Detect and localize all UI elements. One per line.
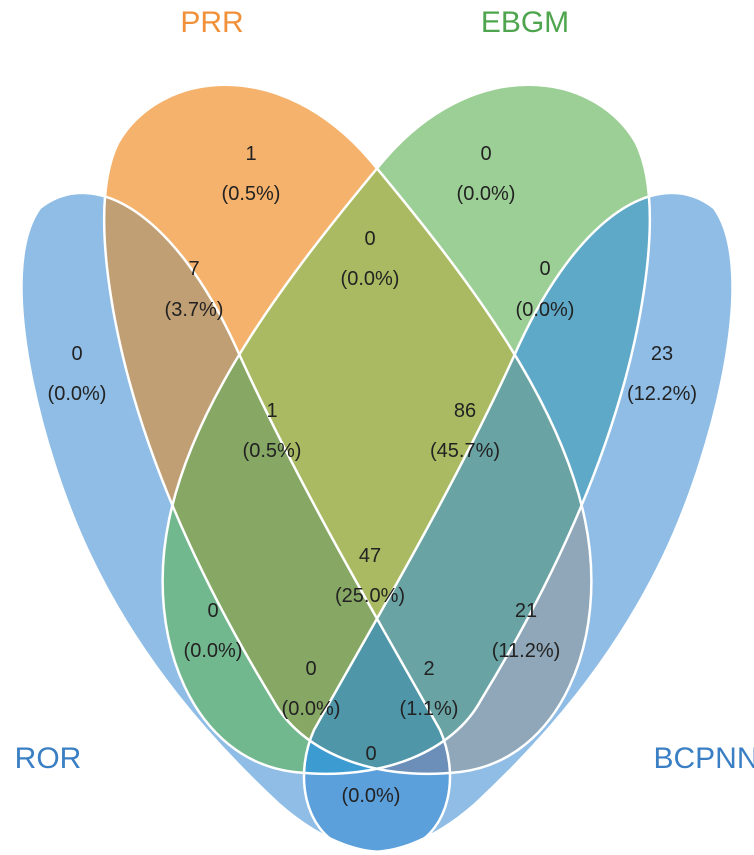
region-percent-prr-bcpnn: (11.2%) bbox=[492, 640, 561, 662]
region-percent-ror-only: (0.0%) bbox=[48, 383, 107, 405]
region-percent-prr-only: (0.5%) bbox=[222, 183, 281, 205]
set-label-bcpnn: BCPNN bbox=[653, 742, 754, 775]
region-percent-ebgm-only: (0.0%) bbox=[457, 183, 516, 205]
region-percent-all-four: (25.0%) bbox=[335, 585, 405, 607]
region-count-prr-ebgm: 0 bbox=[364, 228, 375, 250]
region-percent-prr-ebgm-bcpnn: (45.7%) bbox=[430, 440, 500, 462]
region-count-prr-ebgm-bcpnn: 86 bbox=[454, 400, 476, 422]
set-label-ror: ROR bbox=[15, 742, 82, 775]
region-count-bcpnn-only: 23 bbox=[651, 343, 673, 365]
region-count-ror-ebgm-bcpnn: 0 bbox=[305, 658, 316, 680]
region-percent-prr-ebgm: (0.0%) bbox=[341, 268, 400, 290]
region-percent-ebgm-bcpnn: (0.0%) bbox=[516, 299, 575, 321]
region-count-ror-prr-ebgm: 1 bbox=[266, 400, 277, 422]
region-count-all-four: 47 bbox=[359, 545, 381, 567]
region-count-ebgm-bcpnn: 0 bbox=[539, 258, 550, 280]
region-percent-ror-ebgm: (0.0%) bbox=[184, 640, 243, 662]
region-percent-bcpnn-only: (12.2%) bbox=[627, 383, 697, 405]
region-count-ror-prr-bcpnn: 2 bbox=[423, 658, 434, 680]
region-count-ror-bcpnn: 0 bbox=[365, 743, 376, 765]
region-percent-ror-ebgm-bcpnn: (0.0%) bbox=[282, 698, 341, 720]
region-count-prr-bcpnn: 21 bbox=[515, 600, 537, 622]
region-count-prr-only: 1 bbox=[245, 143, 256, 165]
region-count-ror-prr: 7 bbox=[188, 258, 199, 280]
region-count-ror-only: 0 bbox=[71, 343, 82, 365]
region-percent-ror-prr-bcpnn: (1.1%) bbox=[400, 698, 459, 720]
set-label-prr: PRR bbox=[180, 6, 243, 39]
region-count-ror-ebgm: 0 bbox=[207, 600, 218, 622]
region-percent-ror-bcpnn: (0.0%) bbox=[342, 785, 401, 807]
region-percent-ror-prr-ebgm: (0.5%) bbox=[243, 440, 302, 462]
region-percent-ror-prr: (3.7%) bbox=[165, 299, 224, 321]
region-count-ebgm-only: 0 bbox=[480, 143, 491, 165]
set-label-ebgm: EBGM bbox=[481, 6, 569, 39]
